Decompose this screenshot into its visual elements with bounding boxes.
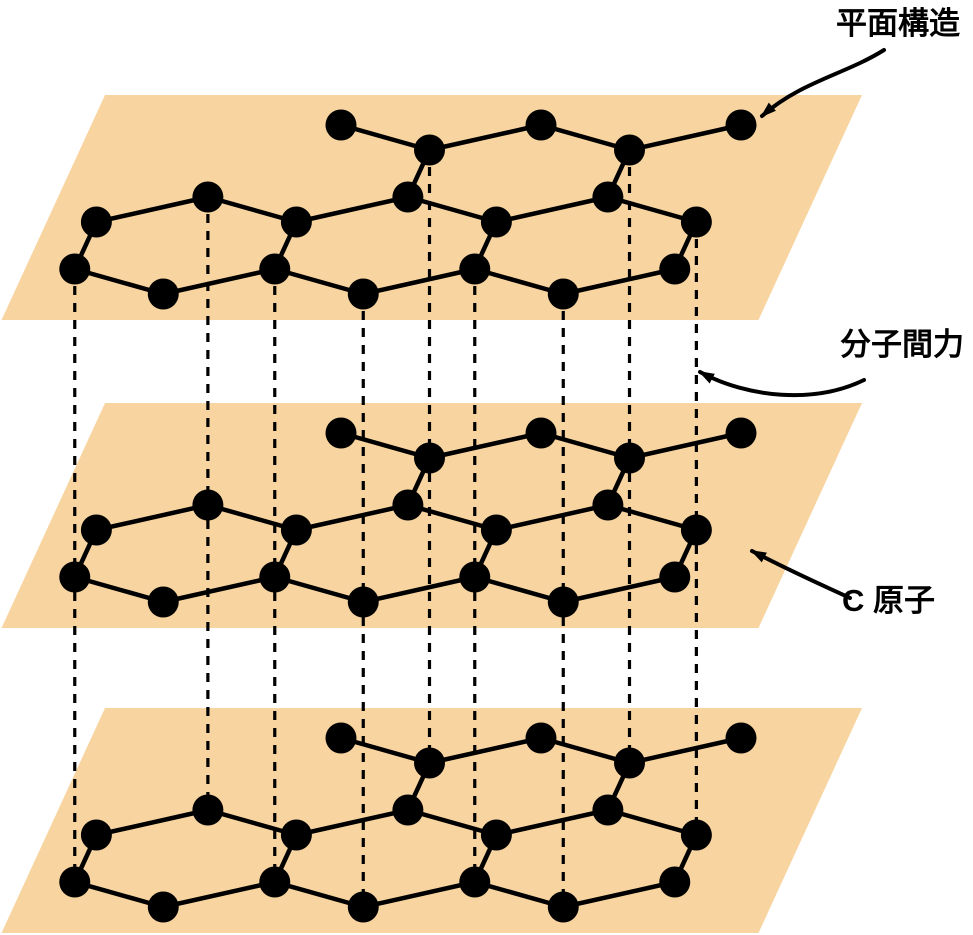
covalent-bond bbox=[562, 266, 676, 297]
carbon-atom bbox=[414, 747, 445, 779]
carbon-atom bbox=[325, 109, 357, 141]
carbon-atom bbox=[80, 514, 112, 546]
graphite-layer-lattice bbox=[59, 417, 757, 618]
carbon-atom bbox=[525, 722, 557, 754]
graphite-layer-lattice bbox=[59, 109, 757, 310]
label-carbon-atom: C 原子 bbox=[842, 583, 935, 618]
covalent-bond bbox=[295, 807, 409, 838]
covalent-bond bbox=[162, 879, 276, 910]
carbon-atom bbox=[147, 891, 179, 923]
covalent-bond bbox=[362, 266, 476, 297]
arrow-plane-structure bbox=[760, 48, 886, 118]
carbon-atom bbox=[392, 489, 424, 521]
carbon-atom bbox=[80, 206, 112, 238]
carbon-atom bbox=[680, 819, 712, 851]
carbon-atom bbox=[547, 586, 579, 618]
carbon-atom bbox=[725, 722, 757, 754]
carbon-atom bbox=[592, 794, 624, 826]
covalent-bond bbox=[562, 879, 676, 910]
carbon-atom bbox=[392, 794, 424, 826]
carbon-atom bbox=[480, 819, 512, 851]
carbon-atom bbox=[680, 514, 712, 546]
covalent-bond bbox=[429, 735, 542, 766]
carbon-atom bbox=[192, 489, 224, 521]
graphite-layers bbox=[1, 95, 862, 933]
carbon-atom bbox=[480, 206, 512, 238]
carbon-atom bbox=[325, 722, 357, 754]
label-plane-structure: 平面構造 bbox=[836, 6, 960, 41]
carbon-atom bbox=[147, 278, 179, 310]
carbon-atom bbox=[525, 417, 557, 449]
carbon-atom bbox=[192, 181, 224, 213]
carbon-atom bbox=[592, 181, 624, 213]
carbon-atom bbox=[459, 866, 491, 898]
carbon-atom bbox=[325, 417, 357, 449]
carbon-atom bbox=[347, 891, 379, 923]
covalent-bond bbox=[429, 122, 542, 153]
carbon-atom bbox=[659, 561, 691, 593]
label-intermolecular-force: 分子間力 bbox=[840, 327, 964, 362]
graphite-layer-plane bbox=[1, 403, 862, 628]
carbon-atom bbox=[614, 134, 645, 166]
carbon-atom bbox=[480, 514, 512, 546]
carbon-atom bbox=[659, 866, 691, 898]
graphite-layer-plane bbox=[1, 95, 862, 320]
covalent-bond bbox=[629, 735, 742, 766]
carbon-atom bbox=[392, 181, 424, 213]
carbon-atom bbox=[525, 109, 557, 141]
covalent-bond bbox=[162, 574, 276, 605]
carbon-atom bbox=[259, 561, 291, 593]
covalent-bond bbox=[629, 430, 742, 461]
carbon-atom bbox=[80, 819, 112, 851]
carbon-atom bbox=[414, 134, 445, 166]
covalent-bond bbox=[362, 574, 476, 605]
covalent-bond bbox=[495, 194, 609, 225]
carbon-atom bbox=[614, 442, 645, 474]
carbon-atom bbox=[614, 747, 645, 779]
carbon-atom bbox=[592, 489, 624, 521]
covalent-bond bbox=[429, 430, 542, 461]
carbon-atom bbox=[459, 561, 491, 593]
covalent-bond bbox=[95, 502, 209, 533]
covalent-bond bbox=[95, 194, 209, 225]
carbon-atom bbox=[347, 278, 379, 310]
carbon-atom bbox=[192, 794, 224, 826]
carbon-atom bbox=[547, 278, 579, 310]
carbon-atom bbox=[680, 206, 712, 238]
carbon-atom bbox=[259, 253, 291, 285]
carbon-atom bbox=[59, 866, 91, 898]
covalent-bond bbox=[295, 502, 409, 533]
carbon-atom bbox=[280, 206, 312, 238]
carbon-atom bbox=[59, 561, 91, 593]
carbon-atom bbox=[147, 586, 179, 618]
carbon-atom bbox=[414, 442, 445, 474]
covalent-bond bbox=[495, 502, 609, 533]
carbon-atom bbox=[280, 819, 312, 851]
covalent-bond bbox=[629, 122, 742, 153]
arrow-carbon-atom bbox=[750, 549, 852, 600]
covalent-bond bbox=[495, 807, 609, 838]
carbon-atom bbox=[725, 417, 757, 449]
arrow-intermolecular-force bbox=[698, 370, 866, 398]
carbon-atom bbox=[259, 866, 291, 898]
covalent-bond bbox=[295, 194, 409, 225]
covalent-bond bbox=[162, 266, 276, 297]
annotations: 平面構造 分子間力 C 原子 bbox=[698, 6, 964, 618]
covalent-bond bbox=[562, 574, 676, 605]
carbon-atom bbox=[347, 586, 379, 618]
carbon-atom bbox=[725, 109, 757, 141]
covalent-bond bbox=[95, 807, 209, 838]
carbon-atom bbox=[547, 891, 579, 923]
carbon-atom bbox=[280, 514, 312, 546]
covalent-bond bbox=[362, 879, 476, 910]
carbon-atom bbox=[459, 253, 491, 285]
graphite-layer-plane bbox=[1, 708, 862, 933]
carbon-atom bbox=[59, 253, 91, 285]
carbon-atom bbox=[659, 253, 691, 285]
graphite-layer-lattice bbox=[59, 722, 757, 923]
